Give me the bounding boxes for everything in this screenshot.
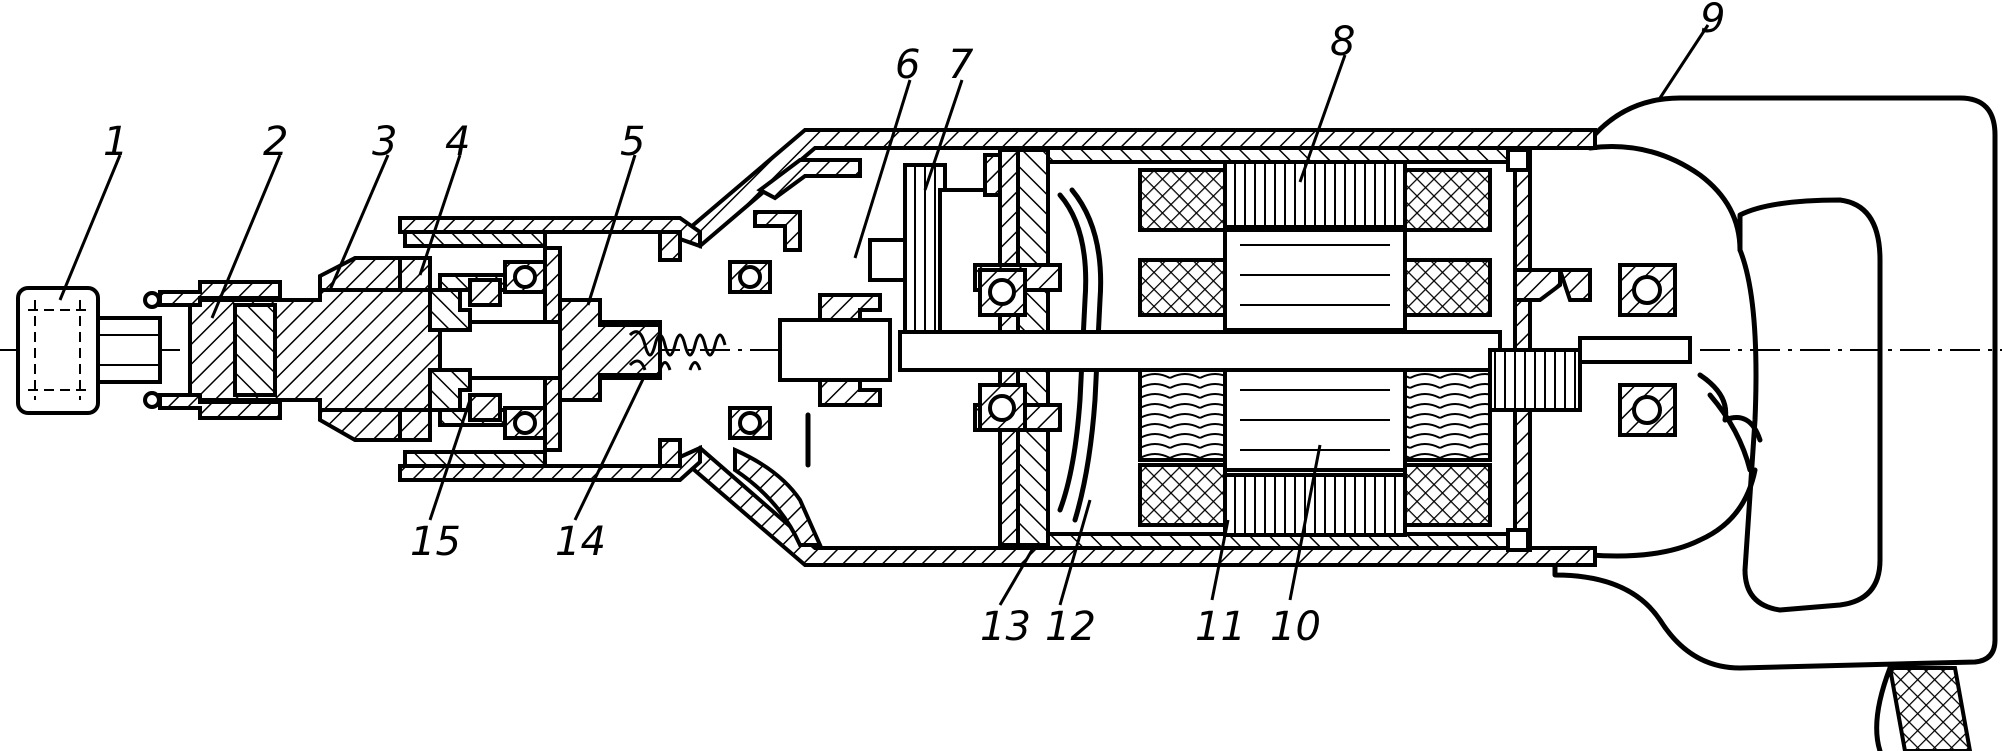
label-13: 13 [980,604,1031,650]
label-9: 9 [1700,0,1725,42]
spring [628,330,727,371]
rear-bearing [1578,263,1763,473]
label-1: 1 [103,119,128,165]
rotor-shaft [898,330,1502,372]
label-4: 4 [445,119,470,165]
label-14: 14 [555,519,606,565]
stator [1138,160,1492,537]
leader-lines [58,24,1710,606]
chuck-collar [143,280,282,420]
label-11: 11 [1195,604,1246,650]
label-15: 15 [410,519,461,565]
tool-bit [16,286,162,415]
gearbox-housing [398,216,702,482]
label-6: 6 [895,42,920,88]
handle-housing [1552,95,1998,751]
spindle [188,288,662,412]
label-12: 12 [1045,604,1096,650]
clutch-parts [428,278,502,422]
front-bearings [503,260,772,440]
label-3: 3 [372,119,397,165]
label-7: 7 [948,42,974,88]
label-5: 5 [620,119,645,165]
commutator [1488,268,1592,412]
power-cord [1887,666,1973,751]
label-8: 8 [1330,19,1355,65]
armature [1138,368,1492,472]
label-2: 2 [263,119,288,165]
label-10: 10 [1270,604,1321,650]
